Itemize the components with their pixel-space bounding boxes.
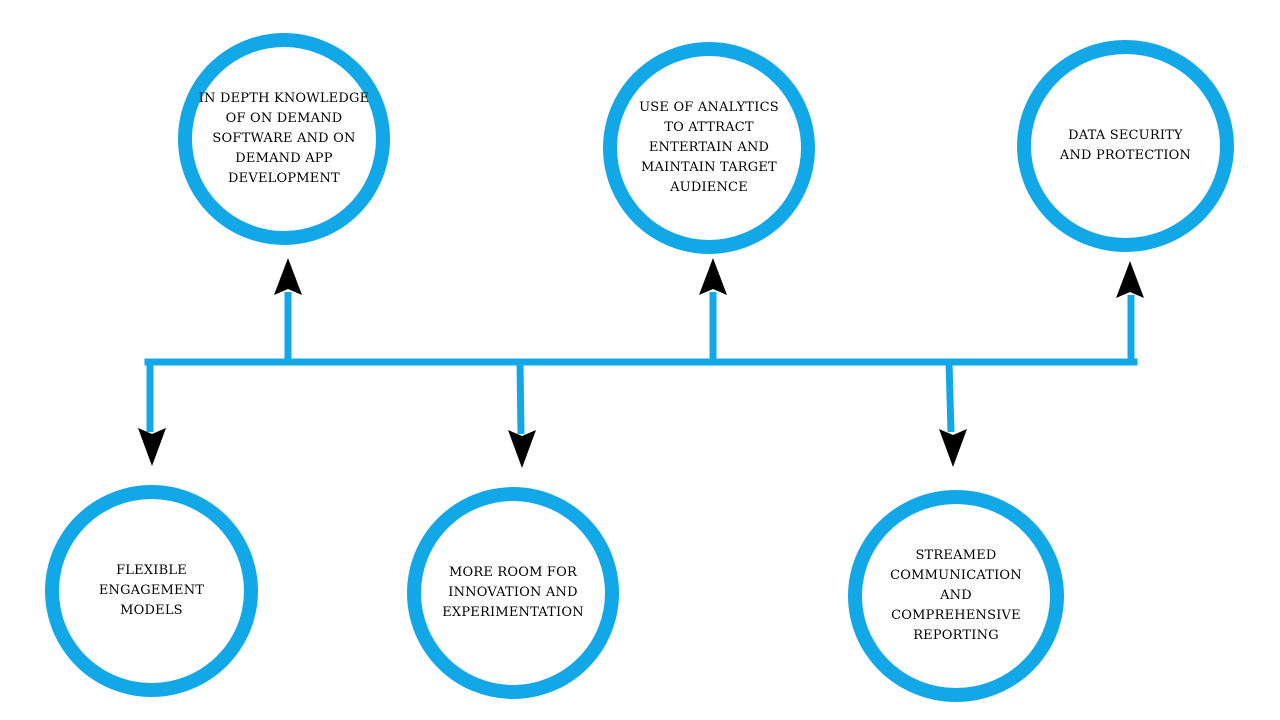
- branch-down-2: [508, 361, 536, 468]
- node-label: MORE ROOM FOR INNOVATION AND EXPERIMENTA…: [442, 565, 584, 620]
- arrowhead-down-3: [939, 429, 967, 467]
- node-label: STREAMED COMMUNICATION AND COMPREHENSIVE…: [890, 548, 1022, 643]
- node-flexible-engagement: FLEXIBLE ENGAGEMENT MODELS: [45, 485, 258, 697]
- node-data-security: DATA SECURITY AND PROTECTION: [1017, 40, 1234, 252]
- arrowhead-down-1: [138, 428, 166, 466]
- branch-down-1: [138, 362, 166, 466]
- branch-down-3: [939, 361, 967, 467]
- node-analytics: USE OF ANALYTICS TO ATTRACT ENTERTAIN AN…: [603, 42, 815, 254]
- arrowhead-down-2: [508, 430, 536, 468]
- branch-up-2: [699, 258, 727, 362]
- arrowhead-up-2: [699, 258, 727, 295]
- arrowhead-up-1: [274, 258, 302, 295]
- node-label: USE OF ANALYTICS TO ATTRACT ENTERTAIN AN…: [639, 100, 779, 195]
- branch-up-1: [274, 258, 302, 362]
- branch-up-3: [1116, 261, 1144, 362]
- arrowhead-up-3: [1116, 261, 1144, 298]
- node-label: IN DEPTH KNOWLEDGE OF ON DEMAND SOFTWARE…: [198, 91, 370, 186]
- node-label: DATA SECURITY AND PROTECTION: [1059, 128, 1192, 163]
- node-label: FLEXIBLE ENGAGEMENT MODELS: [98, 563, 205, 618]
- node-communication-reporting: STREAMED COMMUNICATION AND COMPREHENSIVE…: [848, 490, 1064, 702]
- node-on-demand-knowledge: IN DEPTH KNOWLEDGE OF ON DEMAND SOFTWARE…: [178, 33, 390, 245]
- node-innovation: MORE ROOM FOR INNOVATION AND EXPERIMENTA…: [407, 487, 619, 699]
